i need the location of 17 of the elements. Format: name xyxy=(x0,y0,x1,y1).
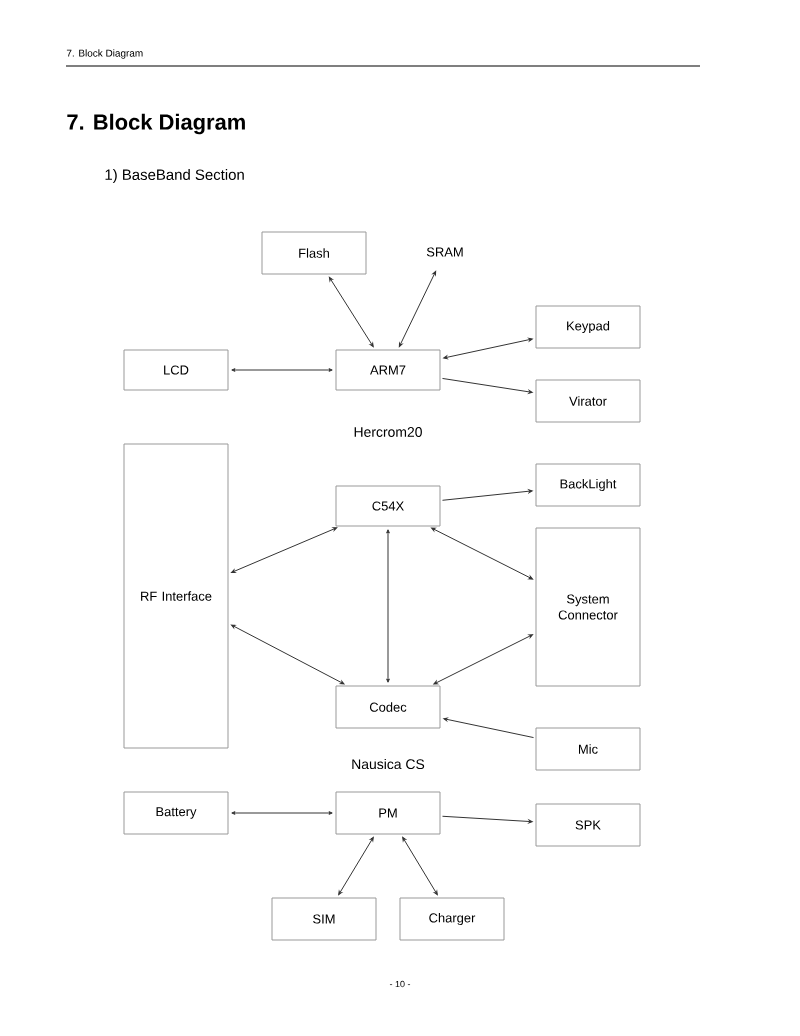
arrow xyxy=(433,634,534,685)
arrow xyxy=(338,836,374,896)
arrow xyxy=(442,489,533,501)
arrow xyxy=(441,377,533,394)
arrow xyxy=(230,624,345,685)
arrow xyxy=(398,270,437,348)
arrow xyxy=(443,717,535,739)
arrow xyxy=(386,529,390,683)
arrow xyxy=(231,811,333,815)
page-title: 7. Block Diagram xyxy=(67,113,245,135)
arrow xyxy=(231,368,333,372)
arrow xyxy=(328,276,374,348)
arrow xyxy=(443,337,533,360)
arrow xyxy=(431,527,534,580)
arrow xyxy=(231,527,338,573)
arrow xyxy=(442,815,533,824)
arrow xyxy=(402,836,438,896)
